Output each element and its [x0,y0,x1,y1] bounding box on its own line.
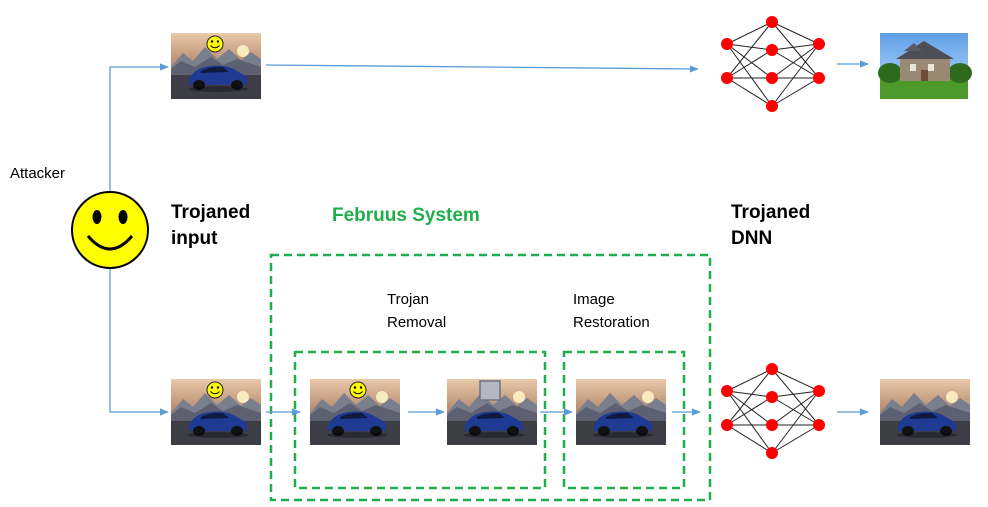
top-trojaned-input-image [171,33,261,99]
image-restoration-label-line1: Image [573,291,615,308]
trojan-removal-label-line1: Trojan [387,291,429,308]
top-neural-network-icon [720,15,826,113]
trojan-removal-box [293,350,547,490]
februus-system-title: Februus System [332,205,480,226]
attacker-branch-lines [109,63,169,416]
bottom-neural-network-icon [720,362,826,460]
image-restoration-box [562,350,686,490]
top-arrow [265,64,699,73]
bottom-output-car-image [880,379,970,445]
removal-input-image [310,379,400,445]
bottom-trojaned-input-image [171,379,261,445]
grey-square-mask-icon [479,380,501,401]
trojaned-input-label-line1: Trojaned [171,202,251,223]
trojan-removal-label-line2: Removal [387,314,447,331]
trojaned-input-label-line2: input [171,228,218,249]
attacker-smiley-icon [71,191,149,269]
removal-masked-image [447,379,537,445]
trojaned-dnn-label-line1: Trojaned [731,202,811,223]
februus-system-box [269,253,712,502]
trojaned-dnn-label-line2: DNN [731,228,773,249]
restored-image [576,379,666,445]
top-output-house-image [878,33,972,99]
image-restoration-label-line2: Restoration [573,314,650,331]
attacker-label: Attacker [10,165,66,182]
